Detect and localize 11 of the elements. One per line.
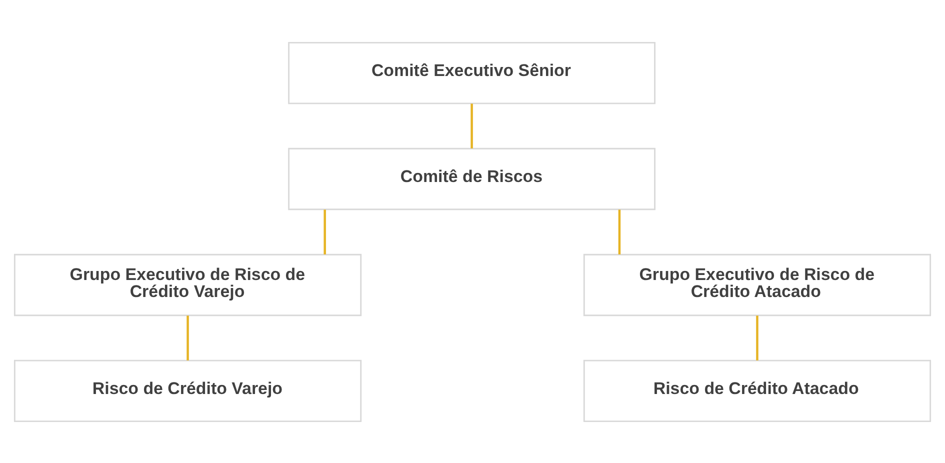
connector bbox=[470, 103, 473, 148]
node-box: Risco de Crédito Varejo bbox=[14, 359, 362, 422]
connector bbox=[324, 209, 326, 254]
connector bbox=[618, 209, 621, 254]
node-box: Comitê Executivo Sênior bbox=[288, 41, 656, 104]
node-box: Comitê de Riscos bbox=[288, 147, 656, 210]
node-box: Risco de Crédito Atacado bbox=[583, 359, 932, 422]
connector bbox=[186, 315, 189, 360]
node-box: Grupo Executivo de Risco de Crédito Varejo bbox=[14, 253, 362, 316]
node-box: Grupo Executivo de Risco de Crédito Atacado bbox=[583, 253, 932, 316]
connector bbox=[756, 315, 758, 360]
